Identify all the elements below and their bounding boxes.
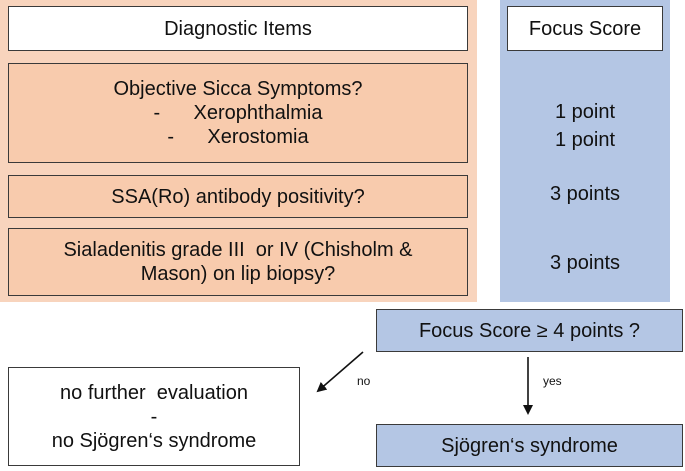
ssa-question: SSA(Ro) antibody positivity? [111, 185, 365, 208]
diagnostic-items-header: Diagnostic Items [8, 6, 468, 51]
sicca-sub-item-2: - Xerostomia [167, 125, 308, 149]
sicca-sub-item-1-label: Xerophthalmia [193, 102, 323, 124]
sicca-points-2: 1 point [554, 129, 616, 151]
biopsy-line-1: Sialadenitis grade III or IV (Chisholm & [63, 239, 413, 261]
sicca-sub-item-2-label: Xerostomia [207, 126, 309, 148]
diagnostic-items-header-text: Diagnostic Items [164, 17, 312, 40]
negative-outcome-line-1: no further evaluation [60, 381, 248, 404]
no-arrow [316, 351, 364, 393]
negative-outcome-line-3: no Sjögren‘s syndrome [51, 429, 257, 452]
ssa-points: 3 points [549, 183, 621, 205]
sicca-sub-item-2-dash: - [167, 126, 175, 148]
ssa-antibody-box: SSA(Ro) antibody positivity? [8, 175, 468, 218]
sicca-symptoms-box: Objective Sicca Symptoms? - Xerophthalmi… [8, 63, 468, 163]
positive-outcome-text: Sjögren‘s syndrome [441, 434, 618, 457]
positive-outcome-box: Sjögren‘s syndrome [376, 424, 683, 467]
sicca-points-1: 1 point [554, 101, 616, 123]
sicca-question: Objective Sicca Symptoms? [113, 78, 363, 100]
negative-outcome-line-2: - [150, 405, 158, 428]
focus-score-header: Focus Score [507, 6, 663, 51]
sicca-sub-item-1-dash: - [153, 102, 161, 124]
no-label: no [357, 374, 371, 388]
biopsy-line-2: Mason) on lip biopsy? [140, 263, 336, 285]
biopsy-points: 3 points [549, 252, 621, 274]
lip-biopsy-box: Sialadenitis grade III or IV (Chisholm &… [8, 228, 468, 296]
focus-score-decision-box: Focus Score ≥ 4 points ? [376, 309, 683, 352]
focus-score-header-text: Focus Score [528, 17, 642, 40]
sicca-sub-item-1: - Xerophthalmia [154, 101, 323, 125]
yes-label: yes [543, 374, 562, 388]
negative-outcome-box: no further evaluation - no Sjögren‘s syn… [8, 367, 300, 466]
decision-question: Focus Score ≥ 4 points ? [418, 319, 641, 342]
